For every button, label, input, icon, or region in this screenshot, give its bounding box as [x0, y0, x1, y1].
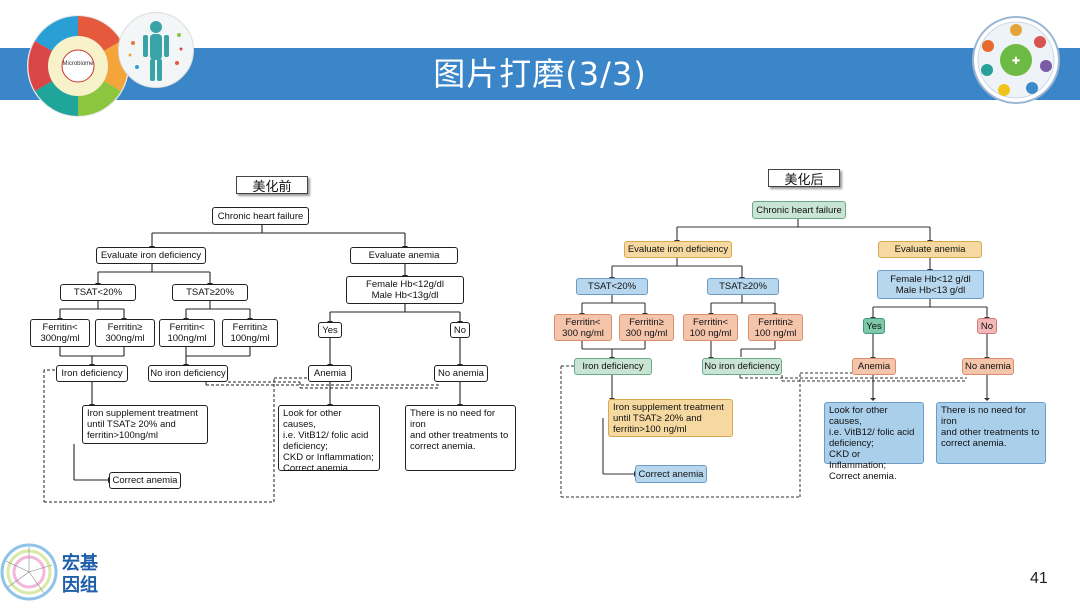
after-anemia: Anemia	[852, 358, 896, 375]
page-number: 41	[1030, 570, 1048, 587]
after-iron-deficiency: Iron deficiency	[574, 358, 652, 375]
human-body-figure-icon	[118, 12, 194, 88]
before-iron-deficiency: Iron deficiency	[56, 365, 128, 382]
before-tsat-high: TSAT≥20%	[172, 284, 248, 301]
before-evaluate-anemia: Evaluate anemia	[350, 247, 458, 264]
after-ferritin-4: Ferritin≥ 100 ng/ml	[748, 314, 803, 341]
after-tsat-high: TSAT≥20%	[707, 278, 779, 295]
after-ferritin-3: Ferritin< 100 ng/ml	[683, 314, 738, 341]
before-tsat-low: TSAT<20%	[60, 284, 136, 301]
after-correct-anemia: Correct anemia	[635, 465, 707, 483]
after-other-causes: Look for other causes, i.e. VitB12/ foli…	[824, 402, 924, 482]
after-iron-supplement: Iron supplement treatment until TSAT≥ 20…	[608, 399, 733, 437]
before-ferritin-1: Ferritin< 300ng/ml	[30, 319, 90, 347]
after-evaluate-iron: Evaluate iron deficiency	[624, 241, 732, 258]
microbiome-wheel-icon	[26, 14, 130, 118]
before-ferritin-2: Ferritin≥ 300ng/ml	[95, 319, 155, 347]
before-iron-supplement: Iron supplement treatment until TSAT≥ 20…	[82, 405, 208, 444]
after-yes: Yes	[863, 318, 885, 334]
before-caption: 美化前	[236, 176, 308, 195]
after-ferritin-2: Ferritin≥ 300 ng/ml	[619, 314, 674, 341]
brand-line-1: 宏基	[62, 553, 98, 574]
after-chronic-heart-failure: Chronic heart failure	[752, 201, 846, 219]
slide-title: 图片打磨(3/3)	[433, 55, 647, 93]
before-chronic-heart-failure: Chronic heart failure	[212, 207, 309, 225]
before-anemia: Anemia	[308, 365, 352, 382]
after-no-anemia: No anemia	[962, 358, 1014, 375]
svg-text:✚: ✚	[1012, 56, 1020, 67]
after-caption: 美化后	[768, 169, 840, 188]
phylogenetic-tree-icon	[0, 543, 58, 601]
before-hb-threshold: Female Hb<12g/dl Male Hb<13g/dl	[346, 276, 464, 304]
before-evaluate-iron: Evaluate iron deficiency	[96, 247, 206, 264]
after-no-need: There is no need for iron and other trea…	[936, 402, 1046, 464]
before-correct-anemia: Correct anemia	[109, 472, 181, 489]
before-ferritin-3: Ferritin< 100ng/ml	[159, 319, 215, 347]
after-tsat-low: TSAT<20%	[576, 278, 648, 295]
after-evaluate-anemia: Evaluate anemia	[878, 241, 982, 258]
before-ferritin-4: Ferritin≥ 100ng/ml	[222, 319, 278, 347]
after-ferritin-1: Ferritin< 300 ng/ml	[554, 314, 612, 341]
brand-name: 宏基 因组	[62, 553, 122, 597]
after-no-iron-deficiency: No iron deficiency	[702, 358, 782, 375]
brand-line-2: 因组	[62, 575, 98, 596]
before-yes: Yes	[318, 322, 342, 338]
before-no: No	[450, 322, 470, 338]
before-other-causes: Look for other causes, i.e. VitB12/ foli…	[278, 405, 380, 474]
after-hb-threshold: Female Hb<12 g/dl Male Hb<13 g/dl	[877, 270, 984, 299]
after-no: No	[977, 318, 997, 334]
before-no-anemia: No anemia	[434, 365, 488, 382]
before-no-need: There is no need for iron and other trea…	[405, 405, 516, 471]
left-wheel-center-label: Microbiome	[62, 61, 94, 67]
diet-wheel-icon: ✚	[972, 16, 1060, 104]
before-no-iron-deficiency: No iron deficiency	[148, 365, 228, 382]
